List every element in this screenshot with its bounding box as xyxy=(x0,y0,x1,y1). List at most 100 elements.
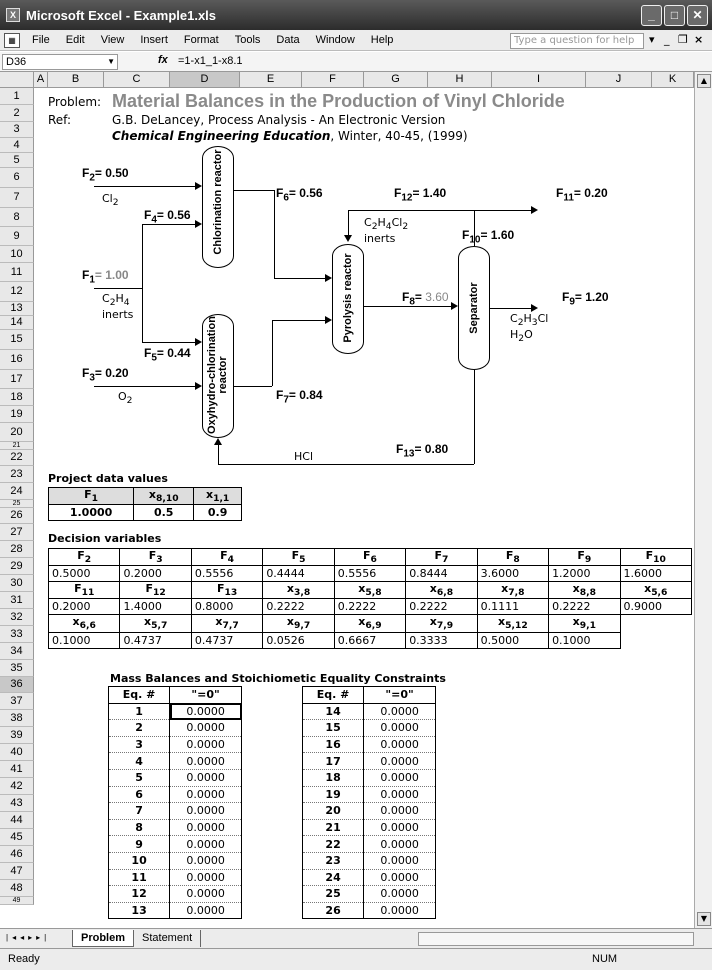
eq-residual-cell[interactable]: 0.0000 xyxy=(363,752,436,770)
eq-residual-cell[interactable]: 0.0000 xyxy=(363,885,436,903)
eq-residual-cell[interactable]: 0.0000 xyxy=(363,869,436,887)
row-header-30[interactable]: 30 xyxy=(0,575,34,592)
eq-residual-cell[interactable]: 0.0000 xyxy=(169,719,242,737)
row-header-6[interactable]: 6 xyxy=(0,168,34,188)
col-header-j[interactable]: J xyxy=(586,72,652,88)
menu-help[interactable]: Help xyxy=(370,34,394,46)
row-header-29[interactable]: 29 xyxy=(0,558,34,575)
decision-value-cell[interactable]: 3.6000 xyxy=(476,565,550,583)
tab-problem[interactable]: Problem xyxy=(72,930,135,947)
row-header-48[interactable]: 48 xyxy=(0,880,34,897)
col-header-d[interactable]: D xyxy=(170,72,240,88)
menu-view[interactable]: View xyxy=(100,34,125,46)
menu-insert[interactable]: Insert xyxy=(140,34,168,46)
row-header-2[interactable]: 2 xyxy=(0,105,34,122)
decision-value-cell[interactable]: 0.5000 xyxy=(47,565,121,583)
row-header-3[interactable]: 3 xyxy=(0,122,34,138)
row-header-7[interactable]: 7 xyxy=(0,188,34,208)
formula-input[interactable]: =1-x1_1-x8.1 xyxy=(178,55,243,67)
eq-residual-cell[interactable]: 0.0000 xyxy=(169,769,242,787)
scroll-down-arrow-icon[interactable]: ▼ xyxy=(697,912,711,926)
eq-residual-cell[interactable]: 0.0000 xyxy=(169,885,242,903)
decision-value-cell[interactable]: 0.4737 xyxy=(119,631,192,649)
col-header-e[interactable]: E xyxy=(240,72,302,88)
minimize-button[interactable]: _ xyxy=(641,5,662,26)
decision-value-cell[interactable]: 0.2222 xyxy=(548,598,621,616)
row-header-21[interactable]: 21 xyxy=(0,442,34,450)
decision-value-cell[interactable]: 0.8000 xyxy=(190,598,264,616)
eq-residual-cell[interactable]: 0.0000 xyxy=(363,769,436,787)
row-header-12[interactable]: 12 xyxy=(0,282,34,302)
eq-residual-cell[interactable]: 0.0000 xyxy=(363,802,436,820)
row-header-36[interactable]: 36 xyxy=(0,677,34,693)
doc-close-button[interactable]: × xyxy=(694,33,704,46)
help-search-input[interactable]: Type a question for help xyxy=(510,33,644,49)
project-value-cell[interactable]: 1.0000 xyxy=(47,504,135,522)
fx-icon[interactable]: fx xyxy=(158,54,168,66)
col-header-i[interactable]: I xyxy=(492,72,586,88)
project-value-cell[interactable]: 0.9 xyxy=(193,504,242,522)
decision-value-cell[interactable]: 0.2222 xyxy=(405,598,478,616)
row-header-33[interactable]: 33 xyxy=(0,626,34,643)
row-header-15[interactable]: 15 xyxy=(0,330,34,350)
row-header-13[interactable]: 13 xyxy=(0,302,34,316)
row-header-40[interactable]: 40 xyxy=(0,744,34,761)
tab-statement[interactable]: Statement xyxy=(134,930,202,947)
row-header-47[interactable]: 47 xyxy=(0,863,34,880)
decision-value-cell[interactable]: 0.8444 xyxy=(405,565,478,583)
row-header-19[interactable]: 19 xyxy=(0,406,34,423)
eq-residual-cell[interactable]: 0.0000 xyxy=(169,852,242,870)
decision-value-cell[interactable]: 0.5556 xyxy=(190,565,264,583)
row-header-32[interactable]: 32 xyxy=(0,609,34,626)
decision-value-cell[interactable]: 0.4737 xyxy=(190,631,264,649)
horizontal-scrollbar[interactable] xyxy=(418,932,694,946)
decision-value-cell[interactable]: 0.1000 xyxy=(47,631,121,649)
select-all-corner[interactable] xyxy=(0,72,34,88)
row-header-35[interactable]: 35 xyxy=(0,660,34,677)
row-header-27[interactable]: 27 xyxy=(0,524,34,541)
decision-value-cell[interactable]: 0.3333 xyxy=(405,631,478,649)
row-header-22[interactable]: 22 xyxy=(0,450,34,466)
row-header-43[interactable]: 43 xyxy=(0,795,34,812)
row-header-5[interactable]: 5 xyxy=(0,153,34,168)
col-header-h[interactable]: H xyxy=(428,72,492,88)
eq-residual-cell[interactable]: 0.0000 xyxy=(363,902,436,920)
tab-navigation-icon[interactable]: |◂◂▸▸| xyxy=(6,933,51,942)
worksheet[interactable]: Problem: Material Balances in the Produc… xyxy=(34,88,694,928)
row-header-49[interactable]: 49 xyxy=(0,897,34,905)
decision-value-cell[interactable]: 0.5000 xyxy=(476,631,550,649)
maximize-button[interactable]: □ xyxy=(664,5,685,26)
menu-tools[interactable]: Tools xyxy=(234,34,261,46)
col-header-b[interactable]: B xyxy=(48,72,104,88)
row-header-46[interactable]: 46 xyxy=(0,846,34,863)
row-header-17[interactable]: 17 xyxy=(0,370,34,389)
help-dropdown-icon[interactable]: ▾ xyxy=(649,33,655,46)
row-header-9[interactable]: 9 xyxy=(0,227,34,246)
doc-restore-button[interactable]: ❐ xyxy=(678,33,688,46)
row-header-41[interactable]: 41 xyxy=(0,761,34,778)
decision-value-cell[interactable]: 0.1000 xyxy=(548,631,621,649)
eq-residual-cell[interactable]: 0.0000 xyxy=(169,703,242,721)
row-header-42[interactable]: 42 xyxy=(0,778,34,795)
eq-residual-cell[interactable]: 0.0000 xyxy=(363,703,436,721)
eq-residual-cell[interactable]: 0.0000 xyxy=(363,736,436,754)
decision-value-cell[interactable]: 0.2000 xyxy=(119,565,192,583)
doc-minimize-button[interactable]: _ xyxy=(664,33,670,46)
close-button[interactable]: ✕ xyxy=(687,5,708,26)
row-header-4[interactable]: 4 xyxy=(0,138,34,153)
col-header-c[interactable]: C xyxy=(104,72,170,88)
eq-residual-cell[interactable]: 0.0000 xyxy=(363,786,436,804)
eq-residual-cell[interactable]: 0.0000 xyxy=(363,835,436,853)
col-header-g[interactable]: G xyxy=(364,72,428,88)
vertical-scrollbar[interactable]: ▲ ▼ xyxy=(694,72,712,928)
col-header-k[interactable]: K xyxy=(652,72,694,88)
decision-value-cell[interactable]: 0.4444 xyxy=(262,565,335,583)
row-header-34[interactable]: 34 xyxy=(0,643,34,660)
decision-value-cell[interactable]: 0.2000 xyxy=(47,598,121,616)
menu-data[interactable]: Data xyxy=(276,34,300,46)
row-header-28[interactable]: 28 xyxy=(0,541,34,558)
eq-residual-cell[interactable]: 0.0000 xyxy=(169,819,242,837)
eq-residual-cell[interactable]: 0.0000 xyxy=(169,736,242,754)
row-header-20[interactable]: 20 xyxy=(0,423,34,442)
col-header-f[interactable]: F xyxy=(302,72,364,88)
